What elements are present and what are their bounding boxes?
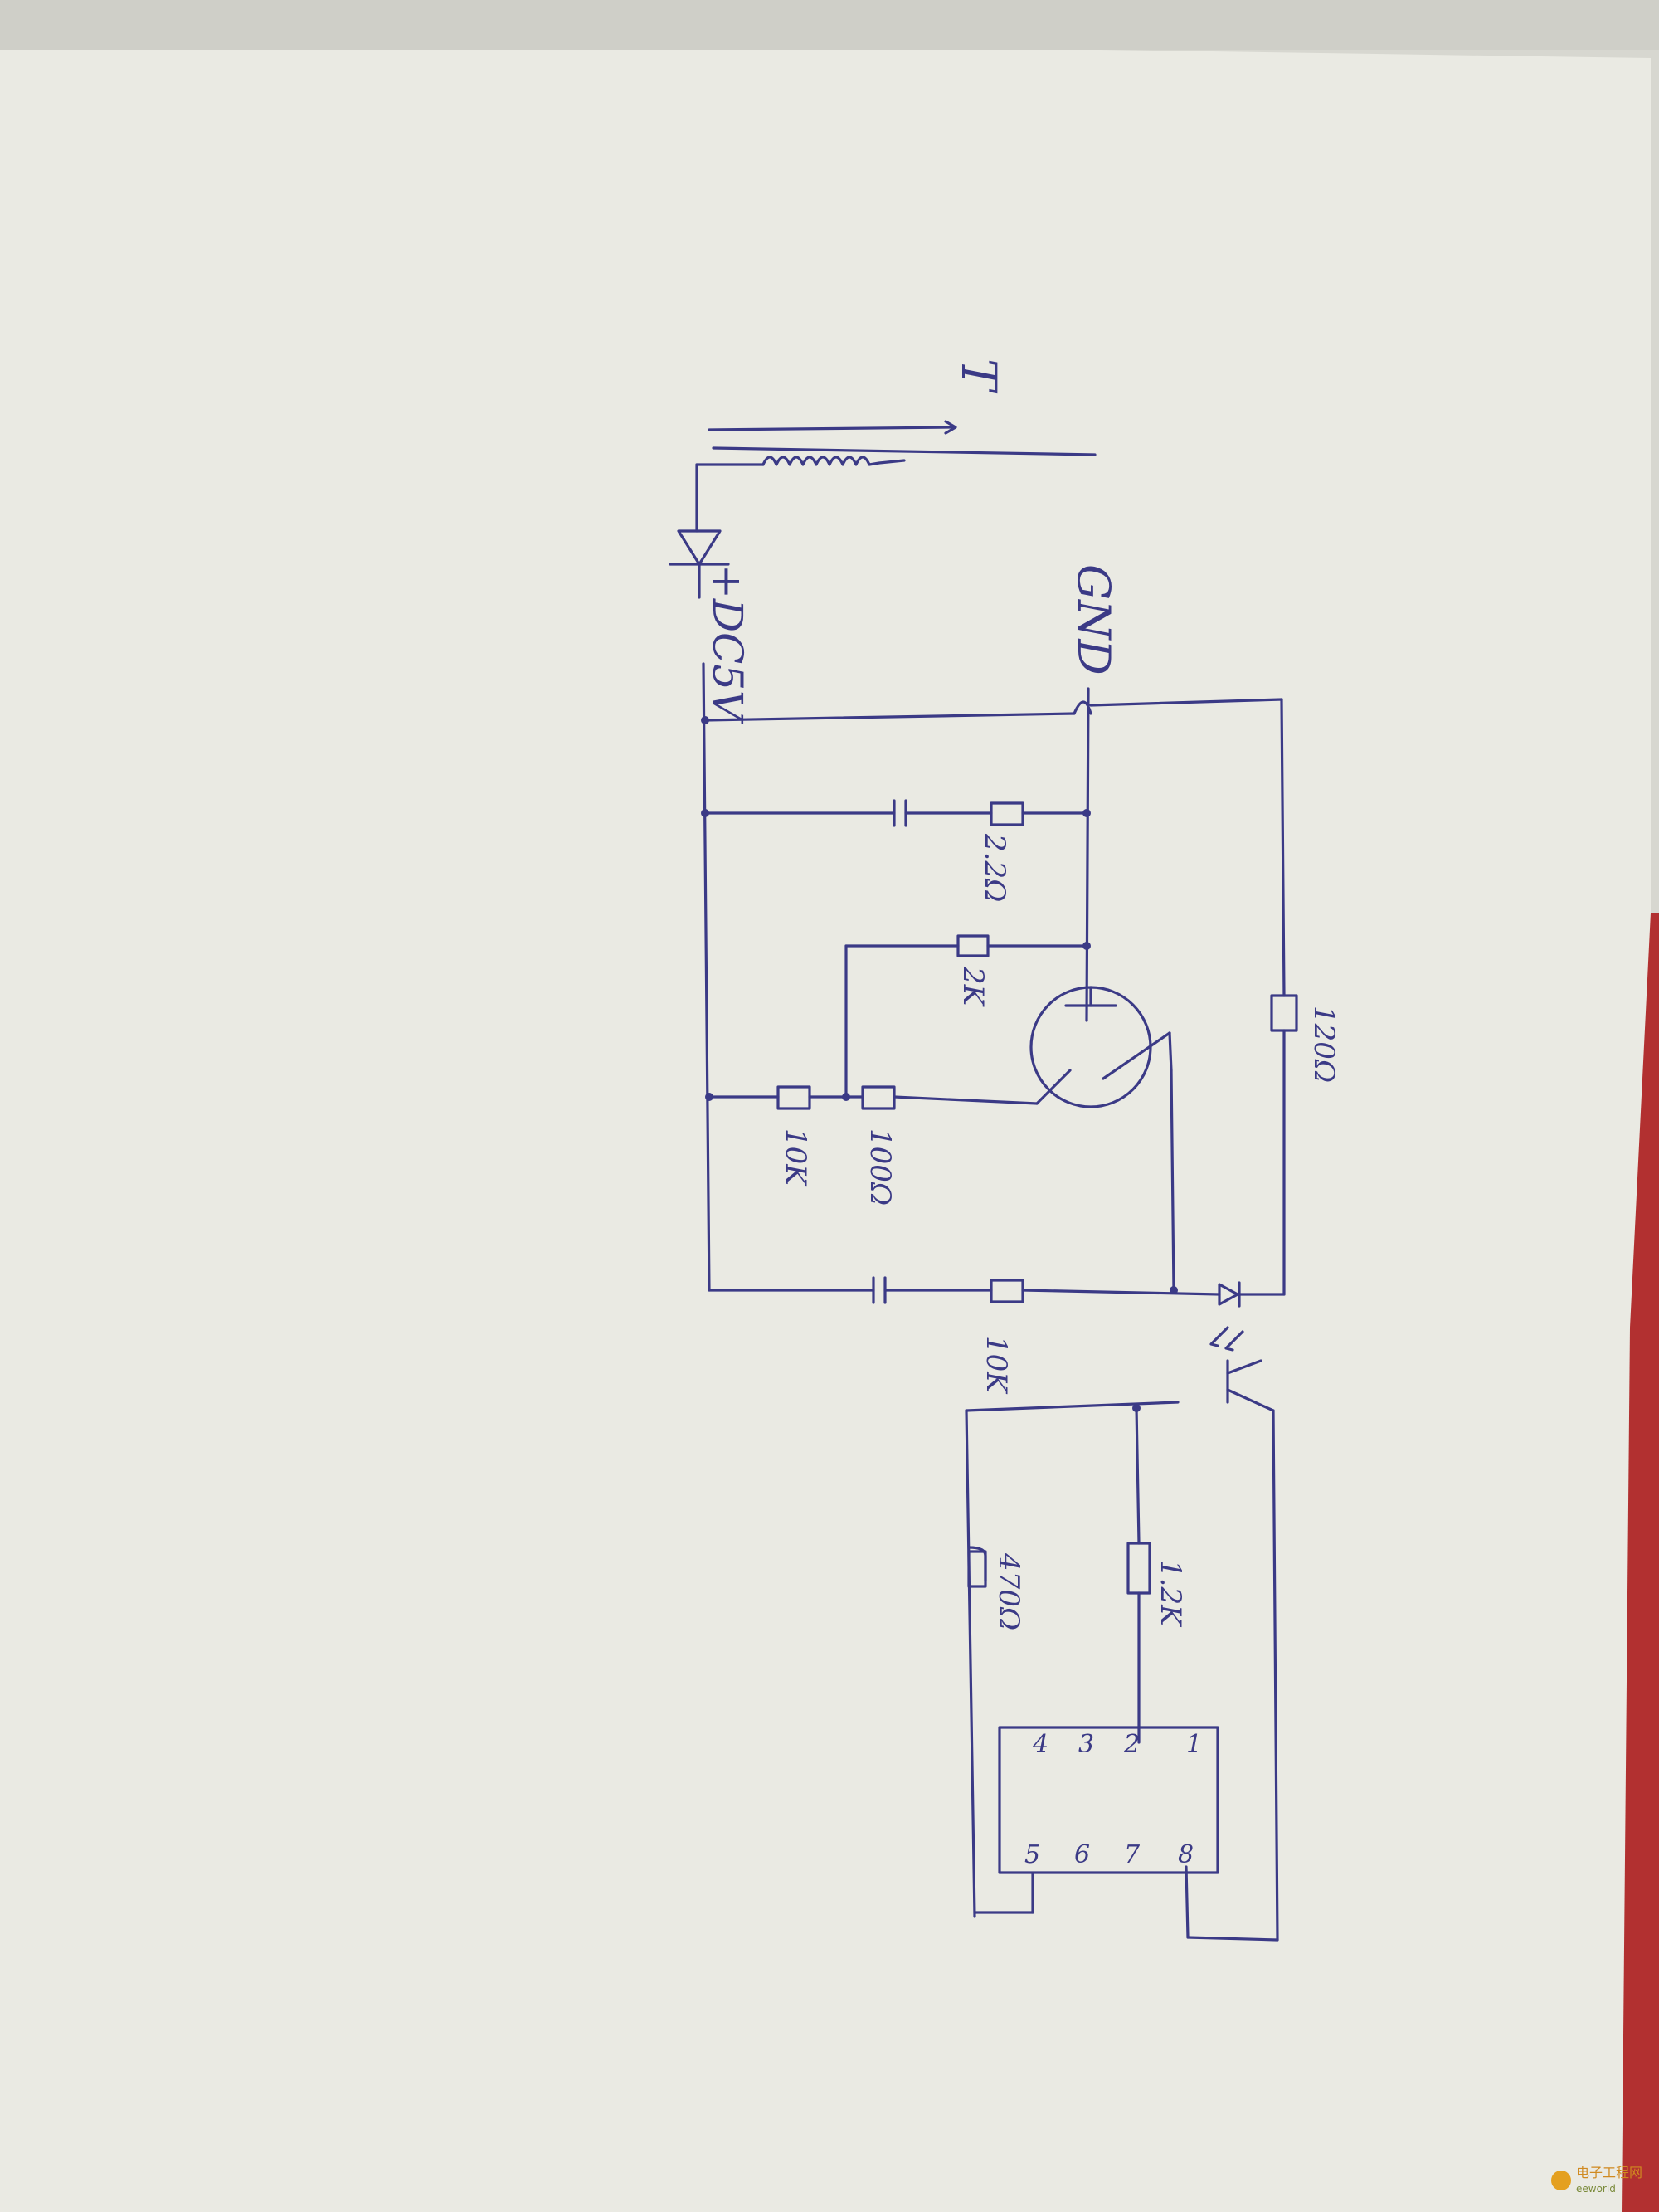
optocoupler [1209, 1281, 1286, 1412]
ic-pin-8: 8 [1178, 1840, 1194, 1869]
watermark-site-name: 电子工程网 [1576, 2165, 1642, 2180]
paper-sheet [0, 33, 1651, 2212]
table-edge [1622, 913, 1659, 2212]
transistor [1029, 986, 1173, 1108]
transformer-symbol [695, 420, 1097, 533]
resistor-10k-label: 10K [779, 1128, 812, 1187]
transformer-label: T [951, 358, 1007, 394]
resistor-2k-label: 2K [956, 966, 990, 1008]
ground-label: GND [1068, 564, 1120, 675]
supply-label: +DC5V [703, 564, 752, 724]
ic-pin-7: 7 [1124, 1840, 1141, 1869]
gear-icon [1551, 2171, 1571, 2190]
resistor-120-label: 120Ω [1307, 1006, 1340, 1083]
resistor-100-label: 100Ω [864, 1128, 897, 1206]
ic-pin-6: 6 [1074, 1840, 1090, 1869]
circuit-diagram: T +DC5V GND 2.2Ω 2K [669, 358, 1340, 1942]
ic-pin-5: 5 [1024, 1840, 1040, 1869]
ic-pin-3: 3 [1078, 1730, 1094, 1759]
resistor-470-label: 470Ω [992, 1552, 1025, 1630]
ic-pin-2: 2 [1123, 1730, 1140, 1759]
top-shadow [0, 0, 1659, 50]
supply-diode [669, 529, 730, 599]
ic-pin-1: 1 [1186, 1730, 1202, 1759]
watermark-site-url: eeworld [1576, 2183, 1616, 2195]
resistor-470 [967, 1550, 987, 1588]
watermark: 电子工程网 eeworld [1551, 2165, 1642, 2195]
ic-pin-4: 4 [1032, 1730, 1048, 1759]
ground-rail [1085, 687, 1090, 1022]
resistor-bottom-label: 10K [980, 1336, 1013, 1395]
resistor-12k-label: 1.2K [1154, 1560, 1187, 1628]
supply-rail [702, 662, 711, 1292]
ic-package [998, 1726, 1219, 1874]
resistor-22-label: 2.2Ω [978, 833, 1011, 902]
